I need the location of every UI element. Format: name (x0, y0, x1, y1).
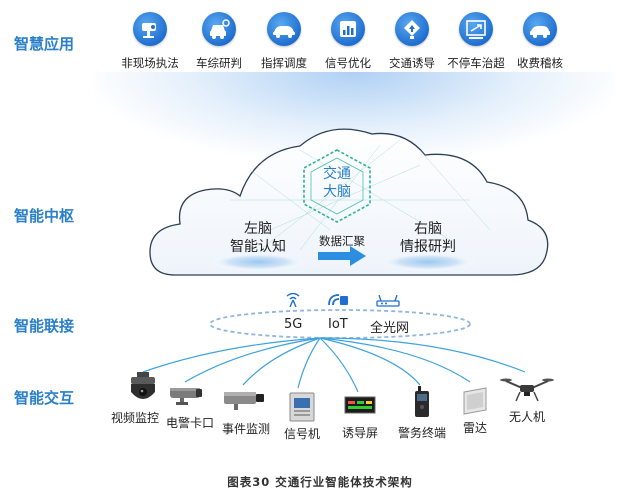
police-terminal-icon (415, 386, 429, 417)
signal-controller-icon (289, 392, 315, 422)
app-label-3: 信号优化 (325, 56, 371, 70)
car-dispatch-icon[interactable] (267, 12, 301, 46)
camera-enforcement-icon[interactable] (133, 12, 167, 46)
router-icon (376, 295, 400, 307)
toll-audit-icon[interactable] (523, 12, 557, 46)
radar-icon (463, 387, 487, 415)
layer-label-interact: 智能交互 (14, 389, 75, 407)
app-label-5: 不停车治超 (447, 56, 505, 70)
left-brain-title: 左脑 (244, 221, 272, 237)
app-label-0: 非现场执法 (121, 56, 179, 70)
layer-label-link: 智能联接 (14, 317, 75, 335)
device-label-1: 电警卡口 (165, 416, 214, 430)
bullet-camera-icon (170, 388, 202, 405)
brain-core-line1: 交通 (323, 166, 351, 182)
network-label-iot: IoT (328, 317, 348, 332)
app-label-2: 指挥调度 (261, 56, 307, 70)
figure-caption: 图表30 交通行业智能体技术架构 (227, 475, 413, 489)
right-brain-subtitle: 情报研判 (400, 239, 456, 255)
device-label-6: 雷达 (462, 421, 487, 435)
antenna-icon (286, 293, 300, 307)
layer-label-hub: 智能中枢 (14, 207, 75, 225)
device-label-7: 无人机 (508, 410, 545, 424)
device-label-4: 诱导屏 (341, 426, 378, 440)
overload-check-icon[interactable] (459, 12, 493, 46)
app-label-6: 收费稽核 (517, 56, 563, 70)
network-label-5g: 5G (284, 317, 303, 332)
brain-core-line2: 大脑 (323, 184, 351, 200)
device-label-3: 信号机 (283, 427, 320, 441)
drone-icon (500, 378, 554, 402)
device-label-0: 视频监控 (110, 411, 159, 425)
guide-screen-icon (344, 396, 376, 414)
iot-icon (328, 294, 348, 306)
left-brain-subtitle: 智能认知 (230, 239, 286, 255)
network-label-fiber: 全光网 (370, 321, 410, 336)
box-camera-icon (224, 392, 264, 410)
layer-label-app: 智慧应用 (14, 35, 75, 53)
signal-chart-icon[interactable] (331, 12, 365, 46)
right-brain-title: 右脑 (414, 221, 442, 237)
app-label-4: 交通诱导 (389, 56, 435, 70)
traffic-guide-icon[interactable] (395, 12, 429, 46)
ptz-camera-icon (131, 372, 155, 399)
app-label-1: 车综研判 (196, 56, 242, 70)
vehicle-analysis-icon[interactable] (202, 12, 236, 46)
device-label-2: 事件监测 (221, 422, 270, 436)
device-label-5: 警务终端 (397, 426, 446, 440)
data-aggregation-label: 数据汇聚 (319, 234, 365, 248)
